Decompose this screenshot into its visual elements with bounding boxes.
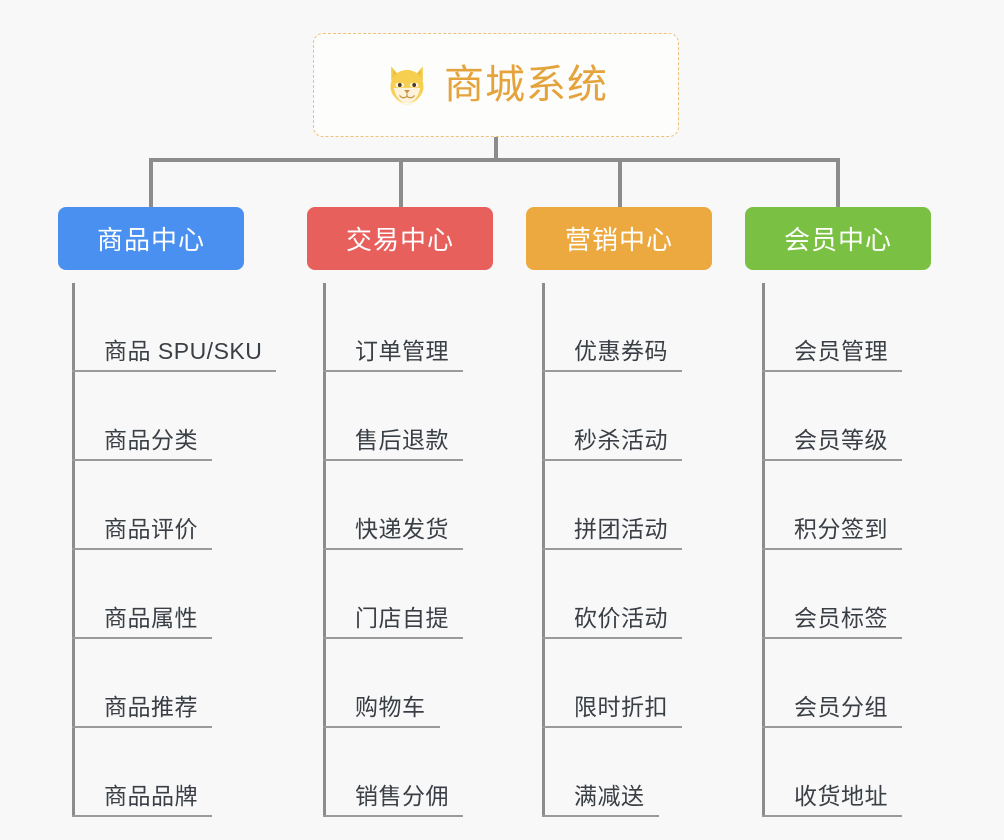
leaf-item[interactable]: 满减送 <box>542 728 682 817</box>
leaf-spine-trade-center <box>323 283 326 817</box>
leaf-label: 销售分佣 <box>355 782 449 809</box>
leaf-item[interactable]: 商品品牌 <box>72 728 276 817</box>
category-box-product-center[interactable]: 商品中心 <box>58 207 244 270</box>
leaf-label: 拼团活动 <box>574 515 668 542</box>
category-box-trade-center[interactable]: 交易中心 <box>307 207 493 270</box>
leaf-column-marketing-center: 优惠券码 秒杀活动 拼团活动 砍价活动 限时折扣 满减送 <box>542 283 682 817</box>
leaf-label: 会员分组 <box>794 693 888 720</box>
drop-connector-product-center <box>149 158 153 209</box>
leaf-column-member-center: 会员管理 会员等级 积分签到 会员标签 会员分组 收货地址 <box>762 283 902 817</box>
leaf-spine-member-center <box>762 283 765 817</box>
leaf-column-product-center: 商品 SPU/SKU 商品分类 商品评价 商品属性 商品推荐 商品品牌 <box>72 283 277 817</box>
leaf-label: 售后退款 <box>355 426 449 453</box>
leaf-item[interactable]: 商品 SPU/SKU <box>72 283 277 372</box>
leaf-label: 快递发货 <box>355 515 449 542</box>
leaf-item[interactable]: 快递发货 <box>323 461 463 550</box>
category-box-member-center[interactable]: 会员中心 <box>745 207 931 270</box>
root-node-shopping-mall-system[interactable]: 商城系统 <box>313 33 679 137</box>
shiba-dog-face-icon <box>390 66 424 106</box>
leaf-label: 购物车 <box>355 693 426 720</box>
category-box-marketing-center[interactable]: 营销中心 <box>526 207 712 270</box>
leaf-item[interactable]: 商品评价 <box>72 461 276 550</box>
horizontal-bus-connector <box>149 158 840 162</box>
leaf-label: 会员管理 <box>794 337 888 364</box>
leaf-spine-marketing-center <box>542 283 545 817</box>
root-title: 商城系统 <box>444 63 608 107</box>
drop-connector-trade-center <box>399 158 403 209</box>
leaf-label: 会员等级 <box>794 426 888 453</box>
leaf-label: 积分签到 <box>794 515 888 542</box>
leaf-item[interactable]: 限时折扣 <box>542 639 682 728</box>
leaf-item[interactable]: 售后退款 <box>323 372 463 461</box>
leaf-label: 订单管理 <box>355 337 449 364</box>
leaf-item[interactable]: 会员等级 <box>762 372 902 461</box>
leaf-label: 收货地址 <box>794 782 888 809</box>
leaf-item[interactable]: 秒杀活动 <box>542 372 682 461</box>
root-stem-connector <box>494 137 498 162</box>
category-label-trade-center: 交易中心 <box>345 225 454 255</box>
leaf-item[interactable]: 砍价活动 <box>542 550 682 639</box>
leaf-item[interactable]: 商品分类 <box>72 372 276 461</box>
leaf-column-trade-center: 订单管理 售后退款 快递发货 门店自提 购物车 销售分佣 <box>323 283 463 817</box>
category-label-product-center: 商品中心 <box>96 225 205 255</box>
drop-connector-member-center <box>836 158 840 209</box>
leaf-item[interactable]: 会员标签 <box>762 550 902 639</box>
leaf-item[interactable]: 优惠券码 <box>542 283 682 372</box>
category-label-marketing-center: 营销中心 <box>564 225 673 255</box>
leaf-label: 商品评价 <box>104 515 198 542</box>
leaf-item[interactable]: 会员分组 <box>762 639 902 728</box>
category-label-member-center: 会员中心 <box>783 225 892 255</box>
leaf-label: 限时折扣 <box>574 693 668 720</box>
leaf-item[interactable]: 拼团活动 <box>542 461 682 550</box>
drop-connector-marketing-center <box>618 158 622 209</box>
leaf-item[interactable]: 门店自提 <box>323 550 463 639</box>
leaf-label: 满减送 <box>574 782 645 809</box>
leaf-item[interactable]: 订单管理 <box>323 283 463 372</box>
leaf-item[interactable]: 商品推荐 <box>72 639 276 728</box>
leaf-label: 商品 SPU/SKU <box>104 337 263 364</box>
leaf-label: 商品属性 <box>104 604 198 631</box>
leaf-label: 商品品牌 <box>104 782 198 809</box>
leaf-spine-product-center <box>72 283 75 817</box>
leaf-label: 商品推荐 <box>104 693 198 720</box>
leaf-label: 砍价活动 <box>574 604 668 631</box>
leaf-item[interactable]: 购物车 <box>323 639 463 728</box>
leaf-item[interactable]: 收货地址 <box>762 728 902 817</box>
leaf-item[interactable]: 积分签到 <box>762 461 902 550</box>
leaf-label: 会员标签 <box>794 604 888 631</box>
leaf-item[interactable]: 商品属性 <box>72 550 276 639</box>
leaf-item[interactable]: 销售分佣 <box>323 728 463 817</box>
leaf-label: 门店自提 <box>355 604 449 631</box>
leaf-label: 秒杀活动 <box>574 426 668 453</box>
leaf-label: 优惠券码 <box>574 337 668 364</box>
leaf-label: 商品分类 <box>104 426 198 453</box>
leaf-item[interactable]: 会员管理 <box>762 283 902 372</box>
